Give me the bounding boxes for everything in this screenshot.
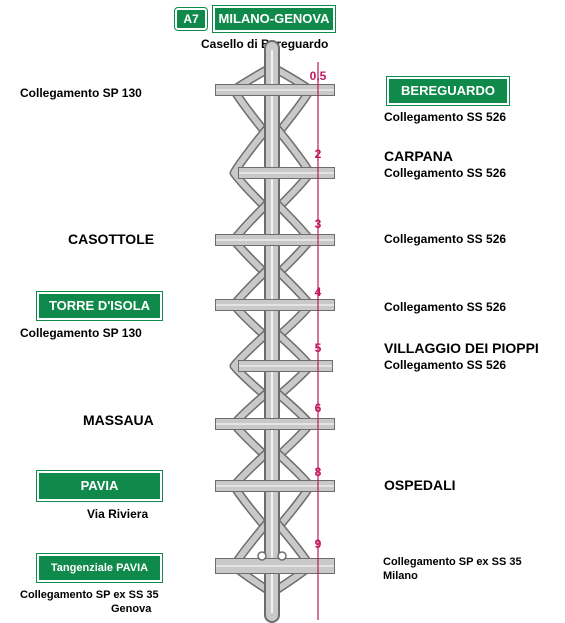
right-label-villaggio-sub: Collegamento SS 526	[384, 358, 507, 372]
km-marker: 8	[315, 465, 322, 479]
left-label-torre-sub: Collegamento SP 130	[20, 326, 142, 340]
left-label-genova: Genova	[111, 603, 152, 615]
right-label-ex-ss35: Collegamento SP ex SS 35	[383, 556, 522, 568]
ramp-loop	[231, 266, 313, 342]
km-marker: 9	[315, 537, 322, 551]
right-label-carpana-sub: Collegamento SS 526	[384, 166, 507, 180]
right-label-carpana: CARPANA	[384, 148, 453, 164]
left-label-sp130: Collegamento SP 130	[20, 86, 142, 100]
torre-disola-sign: TORRE D'ISOLA	[36, 291, 163, 321]
ramp-loop	[231, 389, 313, 462]
right-label-villaggio: VILLAGGIO DEI PIOPPI	[384, 340, 539, 356]
right-label-ospedali: OSPEDALI	[384, 477, 456, 493]
left-label-ex-ss35: Collegamento SP ex SS 35	[20, 589, 159, 601]
motorway-name-sign: MILANO-GENOVA	[212, 5, 336, 33]
ramp-loop	[231, 124, 313, 213]
ramp-loop	[231, 200, 313, 279]
ramp-loop	[231, 329, 313, 401]
roundabout	[277, 551, 287, 561]
toll-station-label: Casello di Bereguardo	[201, 37, 329, 51]
km-marker: 0,5	[310, 69, 327, 83]
km-marker: 4	[315, 285, 322, 299]
ramp-loop	[231, 448, 313, 533]
left-label-massaua: MASSAUA	[83, 412, 154, 428]
right-label-bereguardo-sub: Collegamento SS 526	[384, 110, 507, 124]
ramp-loop	[231, 519, 313, 594]
km-marker: 5	[315, 341, 322, 355]
pavia-sign: PAVIA	[36, 470, 163, 502]
roundabout	[257, 551, 267, 561]
km-marker: 2	[315, 147, 322, 161]
motorway-badge: A7	[174, 7, 208, 31]
ramp-loop	[231, 66, 313, 139]
right-label-row4: Collegamento SS 526	[384, 300, 507, 314]
left-label-via-riviera: Via Riviera	[87, 507, 149, 521]
tangenziale-pavia-sign: Tangenziale PAVIA	[36, 553, 163, 583]
bereguardo-sign: BEREGUARDO	[386, 76, 510, 106]
right-label-row3: Collegamento SS 526	[384, 232, 507, 246]
right-label-milano: Milano	[383, 570, 418, 582]
left-label-casottole: CASOTTOLE	[68, 231, 155, 247]
km-marker: 6	[315, 401, 322, 415]
km-marker: 3	[315, 217, 322, 231]
